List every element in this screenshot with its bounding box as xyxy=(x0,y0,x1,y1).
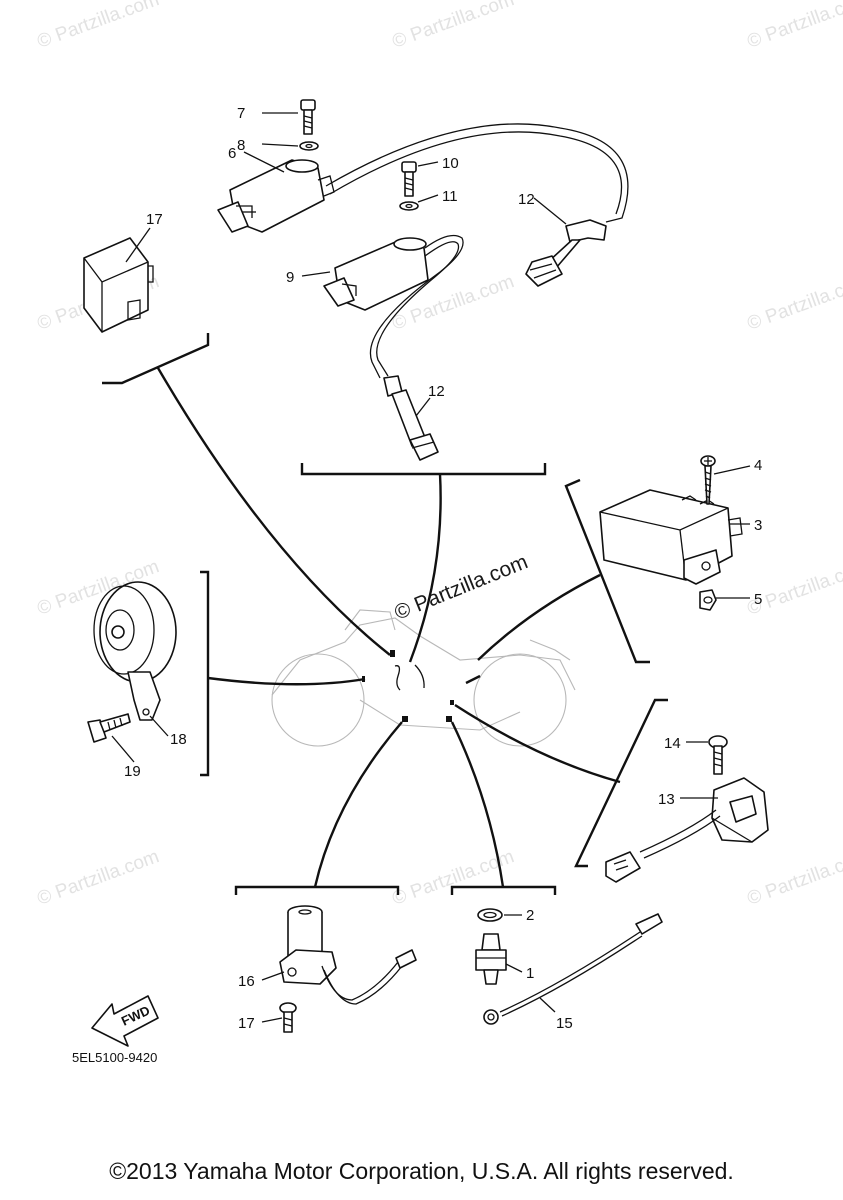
bolt-part-14 xyxy=(708,735,728,775)
watermark: © Partzilla.com xyxy=(745,846,843,910)
lead-wire-part-15 xyxy=(483,913,663,1025)
speed-sensor-part-13 xyxy=(605,777,769,883)
callout-16: 16 xyxy=(238,973,255,990)
watermark: © Partzilla.com xyxy=(745,271,843,335)
bolt-part-17 xyxy=(279,1002,297,1033)
callout-17: 17 xyxy=(238,1015,255,1032)
callout-8: 8 xyxy=(237,137,245,154)
watermark: © Partzilla.com xyxy=(745,0,843,53)
watermark: © Partzilla.com xyxy=(745,556,843,620)
callout-3: 3 xyxy=(754,517,762,534)
callout-2: 2 xyxy=(526,907,534,924)
ignition-coil-part-6 xyxy=(217,159,335,233)
callout-19: 18 xyxy=(170,731,187,748)
screw-part-4 xyxy=(700,455,716,505)
motorcycle-silhouette xyxy=(271,609,576,747)
callout-5: 5 xyxy=(754,591,762,608)
nut-part-5 xyxy=(699,589,717,611)
copyright-footer: ©2013 Yamaha Motor Corporation, U.S.A. A… xyxy=(109,1158,734,1184)
callout-11: 11 xyxy=(442,188,458,205)
callout-14: 14 xyxy=(664,735,681,752)
callout-1: 1 xyxy=(526,965,534,982)
center-watermark: © Partzilla.com xyxy=(391,550,531,624)
callout-15: 15 xyxy=(556,1015,573,1032)
callout-12-lower: 12 xyxy=(428,383,445,400)
group-brackets xyxy=(102,333,668,895)
callout-numbers: 7 8 6 10 11 9 12 17 12 4 3 5 14 13 18 19… xyxy=(124,105,762,1032)
callout-18: 17 xyxy=(146,211,163,228)
oil-switch-part-1 xyxy=(475,933,507,985)
watermark: © Partzilla.com xyxy=(35,0,162,53)
plug-cap-part-12-upper xyxy=(525,219,607,287)
watermark: © Partzilla.com xyxy=(35,846,162,910)
callout-9: 9 xyxy=(286,269,294,286)
washer-part-8 xyxy=(299,141,319,151)
bolt-part-10 xyxy=(401,161,417,197)
bolt-part-20 xyxy=(87,713,131,743)
callout-12-upper: 12 xyxy=(518,191,535,208)
fwd-arrow: FWD xyxy=(91,995,159,1047)
relay-part-18 xyxy=(83,237,154,333)
callout-6: 6 xyxy=(228,145,236,162)
cdi-unit-part-3 xyxy=(599,489,743,585)
callout-10: 10 xyxy=(442,155,459,172)
plug-cap-part-12-lower xyxy=(383,375,439,461)
location-markers xyxy=(362,650,481,722)
neutral-switch-part-16 xyxy=(279,905,417,1005)
callout-7: 7 xyxy=(237,105,245,122)
ignition-coil-part-9 xyxy=(323,237,429,311)
washer-part-11 xyxy=(399,201,419,211)
bolt-part-7 xyxy=(300,99,316,135)
gasket-part-2 xyxy=(477,908,503,922)
callout-13: 13 xyxy=(658,791,675,808)
spark-plug-leads xyxy=(325,123,629,379)
watermark: © Partzilla.com xyxy=(390,0,517,53)
horn-part-19 xyxy=(93,581,177,721)
diagram-code: 5EL5100-9420 xyxy=(72,1050,157,1065)
callout-leaders xyxy=(111,112,751,1023)
callout-20: 19 xyxy=(124,763,141,780)
callout-4: 4 xyxy=(754,457,762,474)
